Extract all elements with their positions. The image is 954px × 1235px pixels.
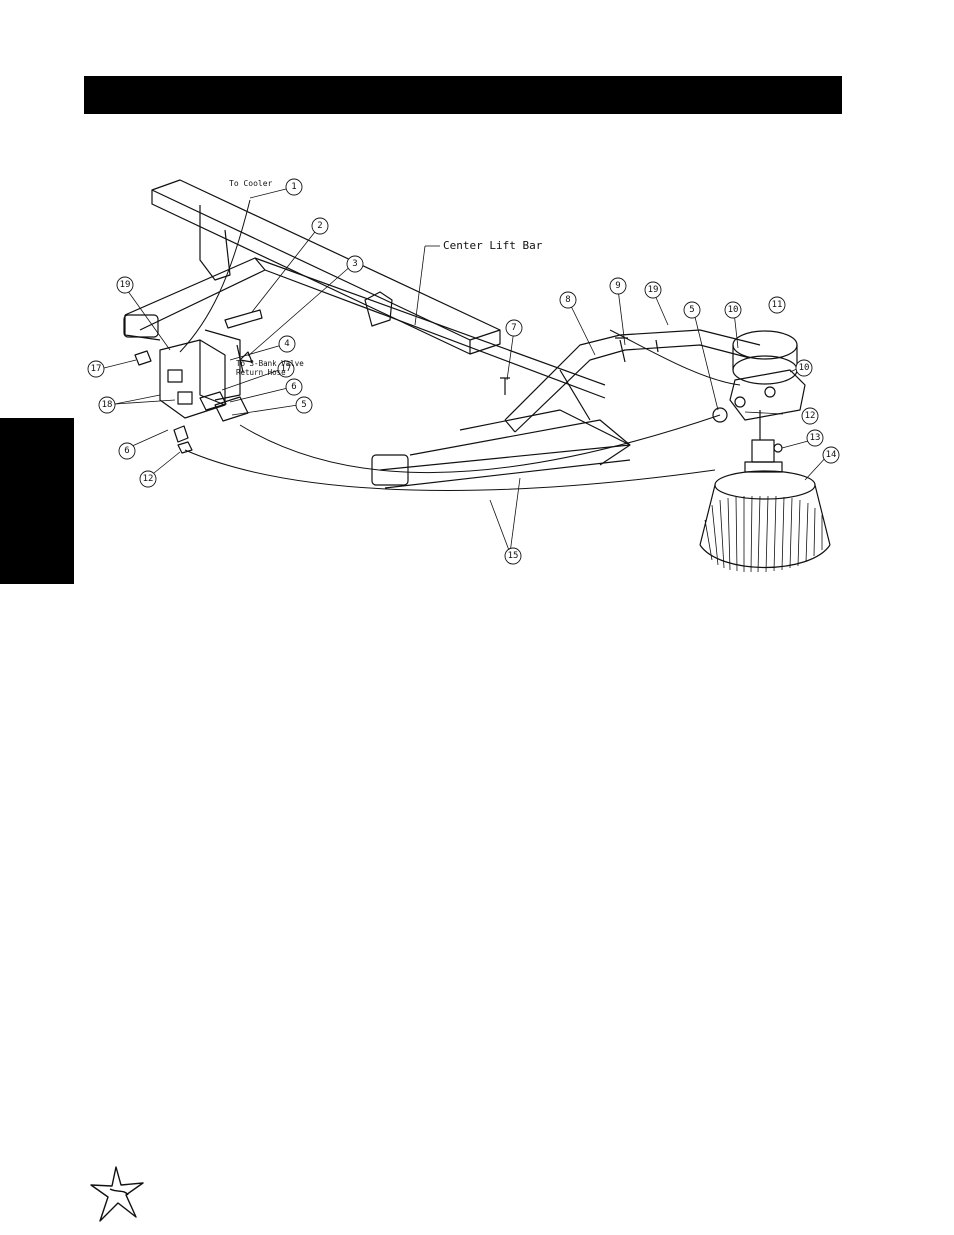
callout-4: 4: [284, 339, 289, 349]
gutter-brush: [699, 470, 831, 568]
callout-10-lower: 10: [799, 363, 810, 373]
callout-10-upper: 10: [728, 305, 739, 315]
to-valve-label-line1: To 3-Bank Valve: [236, 359, 304, 368]
frame-rails: [254, 257, 631, 489]
callout-3: 3: [352, 259, 357, 269]
hydraulic-hoses: [179, 199, 741, 491]
callout-7: 7: [511, 323, 516, 333]
callout-12-left: 12: [143, 474, 154, 484]
brush-hub: [744, 439, 783, 473]
to-cooler-label: To Cooler: [229, 179, 273, 188]
callout-14: 14: [826, 450, 837, 460]
callout-6-left: 6: [124, 446, 129, 456]
callout-8: 8: [565, 295, 570, 305]
header-bar: [84, 76, 842, 114]
section-side-tab: [0, 418, 74, 584]
callout-2: 2: [317, 221, 322, 231]
valve-fittings: [134, 309, 263, 454]
callout-1: 1: [291, 182, 296, 192]
callout-11: 11: [772, 300, 783, 310]
left-arm-part: [123, 257, 266, 341]
to-valve-label-line2: Return Hose: [236, 368, 286, 377]
callout-19-left: 19: [120, 280, 131, 290]
valve-block: [159, 329, 241, 419]
callout-17-left: 17: [91, 364, 102, 374]
bolts: [236, 337, 659, 395]
center-lift-bar-label: Center Lift Bar: [443, 239, 543, 252]
brush-bristles: [704, 495, 823, 573]
leader-lines: [103, 188, 829, 554]
callout-19-right: 19: [648, 285, 659, 295]
callout-17-upper: 17: [281, 364, 292, 374]
callout-15: 15: [508, 551, 519, 561]
callout-9: 9: [615, 281, 620, 291]
callout-5-left: 5: [301, 400, 306, 410]
callout-5-right: 5: [689, 305, 694, 315]
hydraulic-motor: [712, 330, 806, 440]
star-logo-icon: [90, 1166, 144, 1222]
callout-13: 13: [810, 433, 821, 443]
callout-18: 18: [102, 400, 113, 410]
callout-12-right: 12: [805, 411, 816, 421]
callout-6-upper: 6: [291, 382, 296, 392]
callout-circles: [87, 178, 840, 565]
